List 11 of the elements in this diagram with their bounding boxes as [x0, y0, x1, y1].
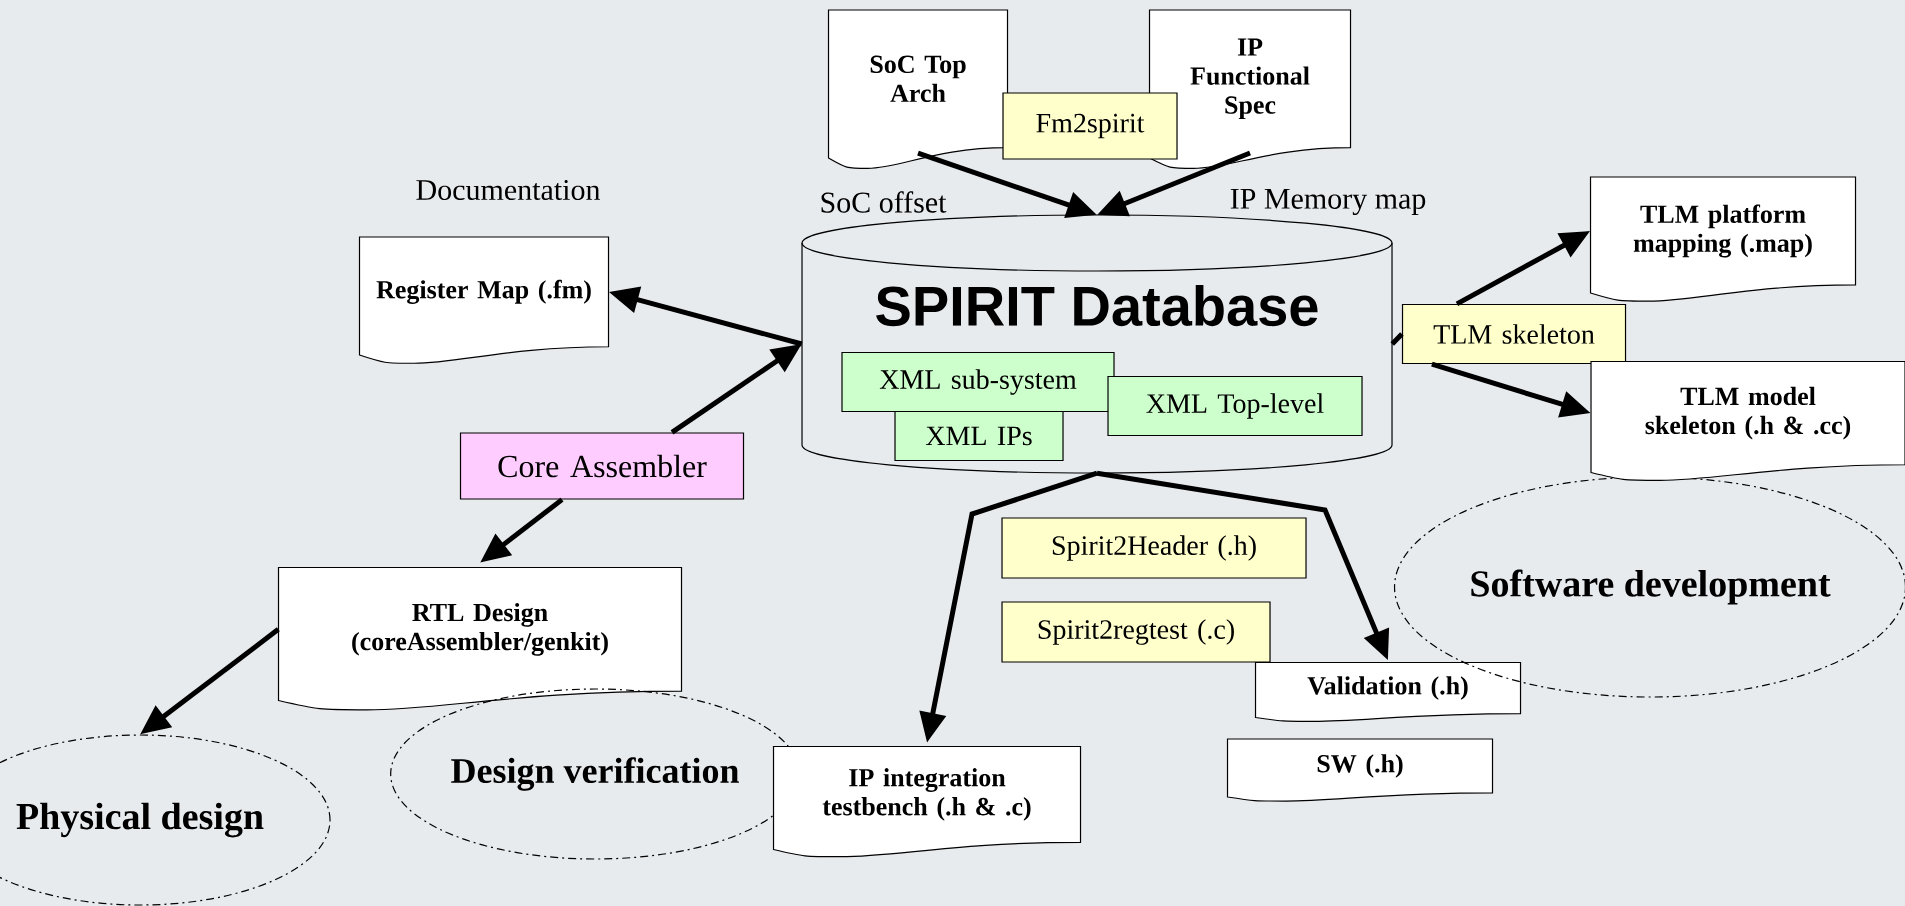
- xml-box: XML IPs: [894, 410, 1064, 462]
- tool-box: Spirit2Header (.h): [1001, 517, 1307, 579]
- tool-box: Fm2spirit: [1002, 92, 1178, 160]
- tool-box: Spirit2regtest (.c): [1001, 601, 1271, 663]
- process-box: Core Assembler: [459, 432, 745, 500]
- xml-box: XML sub-system: [841, 351, 1115, 413]
- annotation-text: IP Memory map: [1230, 188, 1426, 216]
- tool-box: TLM skeleton: [1401, 303, 1627, 365]
- annotation-text: SoC offset: [821, 191, 947, 213]
- annotation-text: Documentation: [416, 179, 601, 201]
- xml-box: XML Top-level: [1107, 375, 1363, 437]
